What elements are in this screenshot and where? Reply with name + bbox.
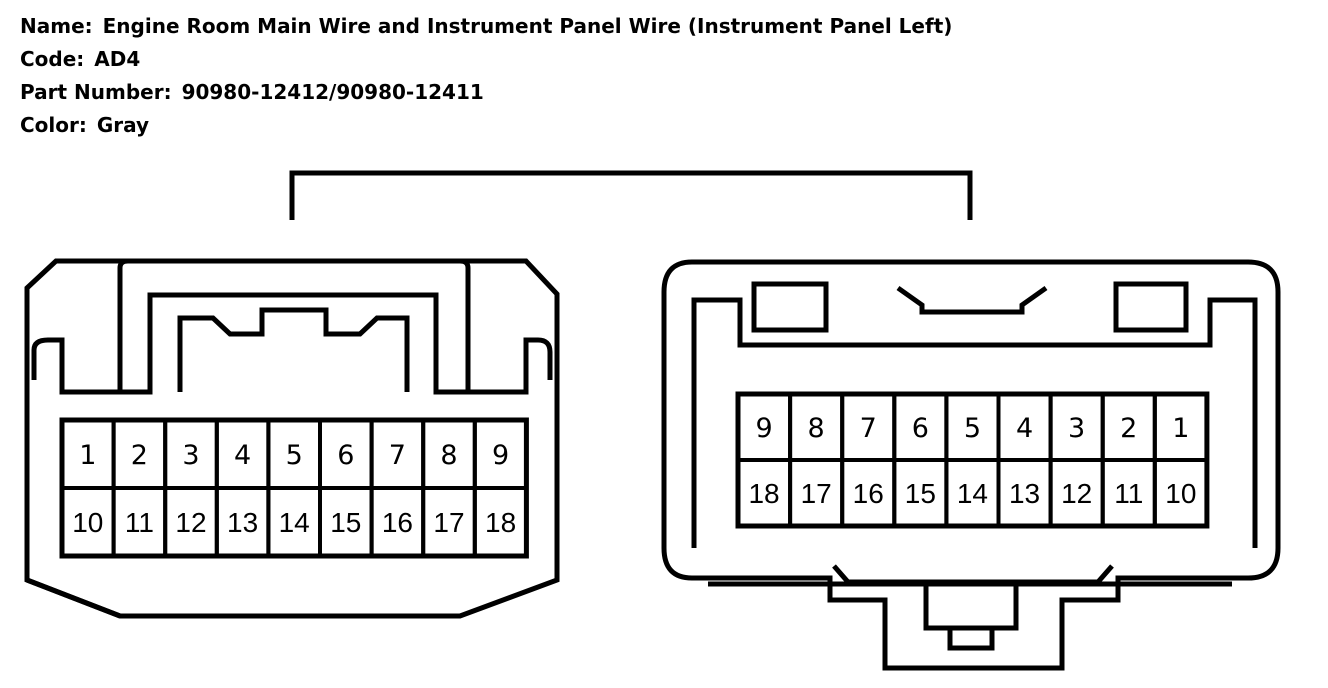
left-pin-11: 11 <box>125 507 154 538</box>
mating-bracket <box>289 170 973 220</box>
right-pin-7: 7 <box>860 413 877 444</box>
left-pin-17: 17 <box>433 507 464 538</box>
right-pin-4: 4 <box>1016 413 1033 444</box>
left-pin-16: 16 <box>382 507 413 538</box>
left-pin-cell-18 <box>472 486 529 558</box>
right-pin-1: 1 <box>1172 413 1189 444</box>
connector-info: Name: Engine Room Main Wire and Instrumen… <box>20 10 952 142</box>
left-pin-13: 13 <box>227 507 258 538</box>
name-row: Name: Engine Room Main Wire and Instrumen… <box>20 10 952 43</box>
part-number-value: 90980-12412/90980-12411 <box>181 80 484 104</box>
right-pin-17: 17 <box>801 478 832 509</box>
code-label: Code: <box>20 47 85 71</box>
right-pin-13: 13 <box>1009 478 1040 509</box>
part-number-row: Part Number: 90980-12412/90980-12411 <box>20 76 952 109</box>
right-pin-2: 2 <box>1120 413 1137 444</box>
left-pin-2: 2 <box>131 440 148 471</box>
left-pin-18: 18 <box>485 507 516 538</box>
color-label: Color: <box>20 113 87 137</box>
code-row: Code: AD4 <box>20 43 952 76</box>
left-pin-7: 7 <box>389 440 406 471</box>
part-number-label: Part Number: <box>20 80 172 104</box>
right-pin-10: 10 <box>1165 478 1196 509</box>
color-row: Color: Gray <box>20 109 952 142</box>
right-pin-16: 16 <box>853 478 884 509</box>
right-pin-8: 8 <box>808 413 825 444</box>
right-pin-12: 12 <box>1061 478 1092 509</box>
left-pin-14: 14 <box>279 507 310 538</box>
left-pin-5: 5 <box>286 440 303 471</box>
right-pin-grid: 9 8 7 6 5 4 3 2 1 18 17 16 15 14 13 12 11 10 <box>735 391 1210 529</box>
right-pin-14: 14 <box>957 478 988 509</box>
name-value: Engine Room Main Wire and Instrument Pan… <box>102 14 953 38</box>
right-connector-housing <box>661 259 1281 671</box>
left-pin-4: 4 <box>234 440 251 471</box>
right-pin-3: 3 <box>1068 413 1085 444</box>
right-pin-9: 9 <box>755 413 772 444</box>
left-connector-housing <box>24 258 560 619</box>
left-pin-12: 12 <box>175 507 206 538</box>
left-pin-15: 15 <box>330 507 361 538</box>
left-pin-8: 8 <box>440 440 457 471</box>
right-pin-11: 11 <box>1114 478 1143 509</box>
right-pin-cell-10 <box>1152 458 1209 528</box>
color-value: Gray <box>96 113 150 137</box>
right-pin-15: 15 <box>905 478 936 509</box>
left-pin-3: 3 <box>182 440 199 471</box>
left-pin-10: 10 <box>72 507 103 538</box>
code-value: AD4 <box>94 47 141 71</box>
left-pin-9: 9 <box>492 440 509 471</box>
right-pin-6: 6 <box>912 413 929 444</box>
left-pin-1: 1 <box>79 440 96 471</box>
left-pin-6: 6 <box>337 440 354 471</box>
right-pin-5: 5 <box>964 413 981 444</box>
name-label: Name: <box>20 14 93 38</box>
right-pin-18: 18 <box>748 478 779 509</box>
